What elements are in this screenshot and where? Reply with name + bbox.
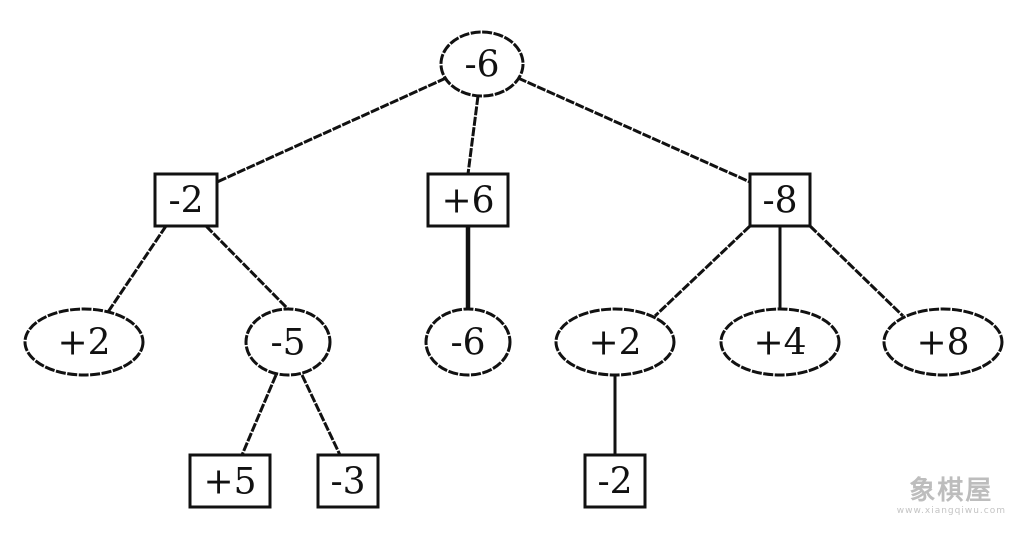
node-label: -2 — [597, 462, 632, 503]
watermark-main: 象棋屋 — [909, 476, 994, 506]
edge-n-lr-to-n-lrr — [300, 374, 342, 456]
node-label: -2 — [168, 181, 203, 222]
node-ellipse — [719, 307, 841, 377]
edge-n-left-to-n-lr — [204, 224, 290, 311]
node-box — [426, 172, 510, 228]
node-box — [153, 172, 219, 228]
node-label: -3 — [330, 462, 365, 503]
node-box — [583, 453, 647, 509]
node-box — [316, 453, 380, 509]
node-label: +8 — [916, 323, 969, 364]
node-ellipse — [554, 307, 676, 377]
tree-node-n-ll: +2 — [23, 307, 145, 377]
tree-node-n-rm: +4 — [719, 307, 841, 377]
tree-node-n-lr: -5 — [244, 307, 332, 377]
tree-node-n-rr: +8 — [882, 307, 1004, 377]
tree-node-n-left: -2 — [153, 172, 219, 228]
node-label: +2 — [588, 323, 641, 364]
edge-n-left-to-n-ll — [106, 225, 168, 313]
nodes: -6 -2 +6 -8 +2 -5 -6 +2 +4 +8 +5 -3 -2 — [23, 30, 1004, 509]
node-label: +5 — [203, 462, 256, 503]
node-ellipse — [882, 307, 1004, 377]
node-box — [748, 172, 812, 228]
watermark-sub: www.xiangqiwu.com — [896, 506, 1006, 516]
node-label: +4 — [753, 323, 806, 364]
watermark-logo: 象棋屋 www.xiangqiwu.com — [897, 478, 1006, 516]
node-label: -6 — [464, 45, 499, 86]
node-ellipse — [424, 307, 512, 377]
node-ellipse — [244, 307, 332, 377]
tree-node-n-lrl: +5 — [188, 453, 272, 509]
tree-node-n-right: -8 — [748, 172, 812, 228]
node-label: -6 — [450, 323, 485, 364]
edge-root-to-n-right — [517, 76, 751, 184]
node-label: -5 — [270, 323, 305, 364]
edge-root-to-n-left — [216, 76, 447, 184]
edge-n-lr-to-n-lrl — [240, 374, 278, 456]
node-ellipse — [23, 307, 145, 377]
tree-node-n-lrr: -3 — [316, 453, 380, 509]
edge-root-to-n-mid — [466, 95, 480, 175]
node-label: +6 — [441, 181, 494, 222]
node-label: +2 — [57, 323, 110, 364]
tree-node-n-rll: -2 — [583, 453, 647, 509]
node-label: -8 — [762, 181, 797, 222]
tree-node-n-mid: +6 — [426, 172, 510, 228]
node-ellipse — [439, 30, 525, 98]
tree-node-n-rl: +2 — [554, 307, 676, 377]
node-box — [188, 453, 272, 509]
tree-node-n-mm: -6 — [424, 307, 512, 377]
edges — [106, 76, 905, 456]
tree-node-root: -6 — [439, 30, 525, 98]
edge-n-right-to-n-rl — [653, 224, 752, 318]
edge-n-right-to-n-rr — [808, 224, 905, 318]
